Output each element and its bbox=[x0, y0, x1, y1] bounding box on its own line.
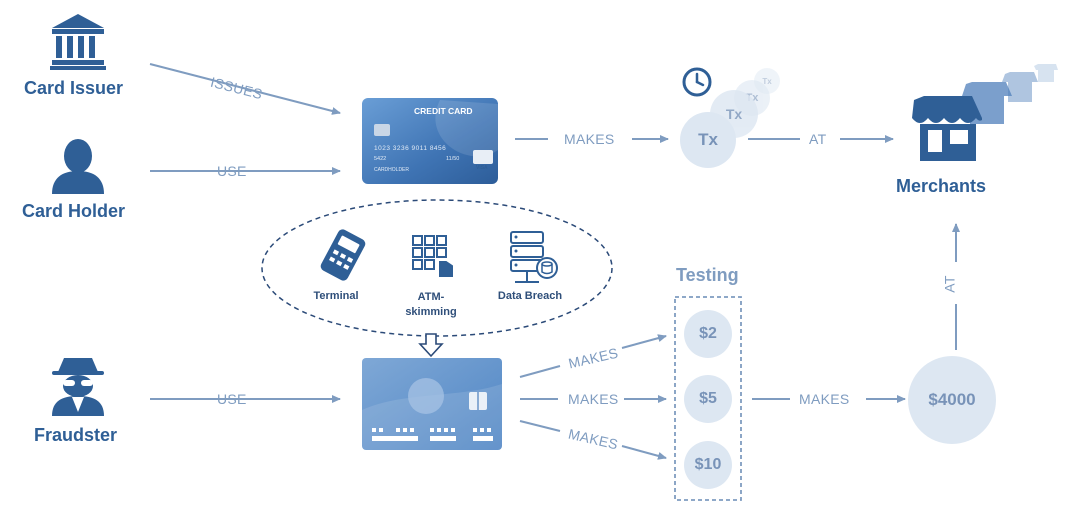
testing-amount-2: $2 bbox=[684, 310, 732, 358]
store-icon bbox=[912, 96, 982, 161]
clock-icon bbox=[682, 67, 712, 97]
at-merchants-label: AT bbox=[809, 131, 827, 147]
card-holder-name: CARDHOLDER bbox=[374, 167, 410, 173]
credit-card bbox=[362, 98, 498, 184]
card-expiry: 11/50 bbox=[446, 156, 460, 162]
card-holder-label: Card Holder bbox=[22, 201, 126, 221]
server-database-icon bbox=[510, 231, 558, 283]
card-brand: VISA bbox=[476, 165, 488, 171]
card-brand-mark bbox=[473, 150, 493, 164]
bank-icon bbox=[50, 14, 106, 70]
store-icon bbox=[1002, 72, 1038, 102]
compromise-ellipse bbox=[261, 199, 613, 337]
testing-box bbox=[674, 296, 742, 501]
testing-amount-10: $10 bbox=[684, 441, 732, 489]
card-chip bbox=[374, 124, 390, 136]
makes-bottom-arrow bbox=[621, 445, 667, 460]
merchants-label: Merchants bbox=[896, 176, 987, 196]
keypad-icon bbox=[412, 235, 453, 277]
issues-arrow bbox=[149, 63, 341, 115]
makes-top-arrow bbox=[621, 334, 667, 349]
spy-icon bbox=[52, 358, 104, 416]
pos-terminal-icon bbox=[320, 229, 366, 281]
makes-mid-label: MAKES bbox=[568, 391, 619, 407]
atm-skimming-label: ATM- skimming bbox=[405, 291, 457, 318]
makes-final-label: MAKES bbox=[799, 391, 850, 407]
card-small-code: 5422 bbox=[374, 156, 387, 162]
card-title: CREDIT CARD bbox=[414, 106, 473, 116]
tx-bubble-1: Tx bbox=[680, 112, 736, 168]
final-amount-bubble: $4000 bbox=[908, 356, 996, 444]
makes-card-label: MAKES bbox=[564, 131, 615, 147]
card-number: 1023 3236 9011 8456 bbox=[374, 145, 447, 152]
holder-use-label: USE bbox=[217, 163, 247, 179]
terminal-label: Terminal bbox=[313, 290, 359, 302]
user-icon bbox=[52, 139, 104, 194]
card-issuer-label: Card Issuer bbox=[24, 78, 124, 98]
down-arrow-icon bbox=[418, 333, 444, 358]
at-vertical-label: AT bbox=[941, 275, 958, 293]
fraudster-use-label: USE bbox=[217, 391, 247, 407]
data-breach-label: Data Breach bbox=[497, 290, 563, 302]
testing-amount-5: $5 bbox=[684, 375, 732, 423]
testing-title: Testing bbox=[676, 265, 739, 285]
store-icon bbox=[1034, 64, 1058, 82]
stolen-card bbox=[362, 358, 502, 450]
fraudster-label: Fraudster bbox=[34, 425, 118, 445]
